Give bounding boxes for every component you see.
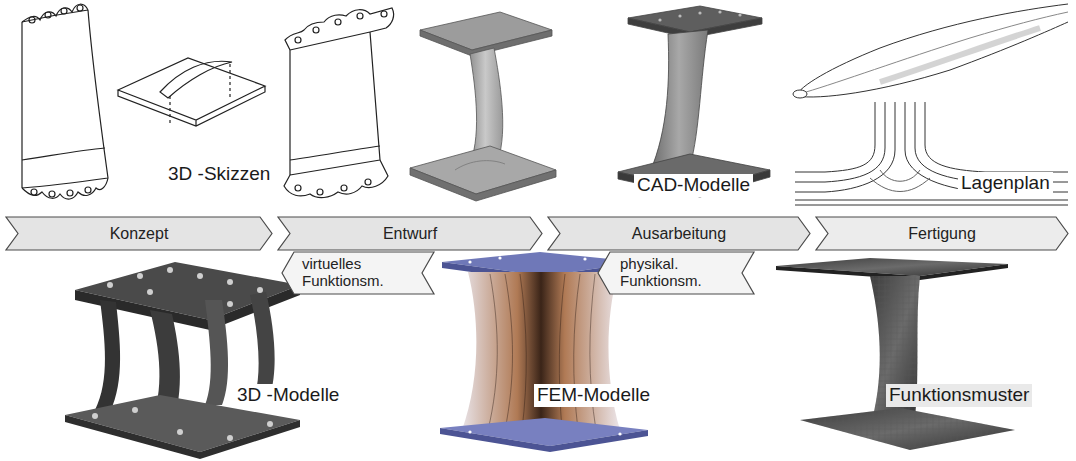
model-tag: virtuelles Funktionsm.: [282, 252, 434, 294]
node-text: Fertigung: [908, 225, 976, 243]
figure-label: FEM-Modelle: [534, 384, 653, 407]
node-text: Konzept: [110, 225, 169, 243]
phase-chevron: Ausarbeitung: [548, 217, 810, 250]
node-text: Ausarbeitung: [632, 225, 726, 243]
figure-label: Lagenplan: [958, 172, 1053, 195]
node-text: physikal. Funktionsm.: [620, 256, 732, 290]
figure-label: CAD-Modelle: [634, 174, 753, 197]
phase-chevron: Fertigung: [816, 217, 1068, 250]
phase-chevron: Konzept: [6, 217, 272, 250]
model-tag: physikal. Funktionsm.: [598, 252, 754, 294]
node-text: Entwurf: [383, 225, 437, 243]
figure-label: 3D -Skizzen: [165, 163, 273, 186]
figure-label: 3D -Modelle: [234, 384, 342, 407]
figure-label: Funktionsmuster: [886, 384, 1032, 407]
node-text: virtuelles Funktionsm.: [302, 256, 414, 290]
phase-chevron: Entwurf: [278, 217, 542, 250]
